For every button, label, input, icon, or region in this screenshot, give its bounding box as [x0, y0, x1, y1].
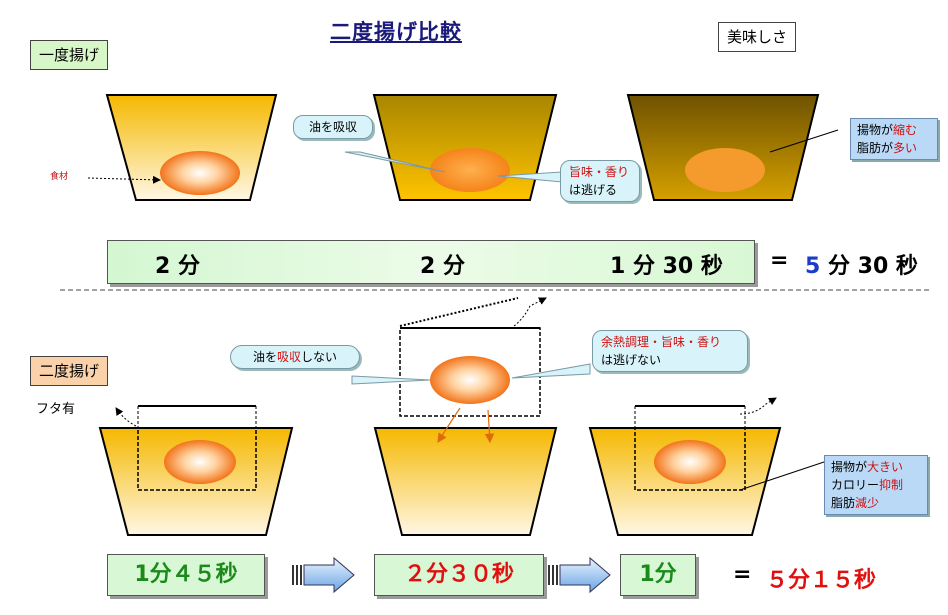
label-once: 一度揚げ — [30, 40, 109, 70]
note-top: 揚物が縮む 脂肪が多い — [850, 118, 938, 160]
callout-no-absorb-a: 油を — [252, 350, 277, 364]
callout-escape: 旨味・香り は逃げる — [560, 160, 640, 202]
note-bottom: 揚物が大きい カロリー抑制 脂肪減少 — [824, 455, 928, 515]
food-ellipse — [685, 148, 765, 192]
note-top-p1: 揚物が — [857, 123, 894, 137]
label-food: 食材 — [50, 172, 69, 182]
note-top-p1-red: 縮む — [893, 123, 918, 137]
label-lid: フタ有 — [36, 402, 76, 417]
note-bottom-l1: 揚物が — [831, 460, 868, 474]
callout-residual: 余熱調理・旨味・香り は逃げない — [592, 330, 748, 372]
callout-no-absorb: 油を吸収しない — [230, 345, 360, 369]
food-ellipse — [164, 440, 236, 484]
top-total-num: 5 — [805, 254, 821, 279]
top-pot-1 — [87, 94, 278, 201]
bottom-pot-3 — [588, 397, 825, 536]
top-time-bar — [107, 240, 755, 284]
label-taste: 美味しさ — [718, 22, 797, 52]
note-bottom-l2: カロリー — [831, 478, 880, 492]
note-top-p2: 脂肪が — [857, 141, 894, 155]
callout-residual-line: は逃げない — [601, 353, 662, 367]
callout-absorb: 油を吸収 — [293, 115, 373, 139]
food-ellipse — [654, 440, 726, 484]
bottom-total: ５分１５秒 — [766, 568, 877, 593]
callout-escape-red: 旨味・香り — [569, 165, 630, 179]
note-bottom-l1-red: 大きい — [867, 460, 904, 474]
callout-escape-line: は逃げる — [569, 183, 618, 197]
note-bottom-l3-red: 減少 — [855, 496, 880, 510]
note-bottom-l2-red: 抑制 — [879, 478, 904, 492]
food-ellipse — [160, 151, 240, 195]
callout-residual-red: 余熱調理・旨味・香り — [601, 335, 722, 349]
bottom-arrow-2 — [548, 556, 611, 594]
food-ellipse — [430, 356, 510, 404]
top-time-2: 2 分 — [420, 254, 465, 279]
top-total-rest: 分 30 秒 — [827, 254, 918, 279]
bottom-equals: = — [733, 562, 752, 587]
top-pot-3 — [626, 94, 839, 201]
bottom-pot-1 — [98, 405, 294, 536]
bottom-pot-2 — [373, 297, 558, 536]
bottom-arrow-1 — [292, 556, 355, 594]
top-total: 5 分 30 秒 — [805, 248, 918, 280]
bottom-time-3: 1分 — [620, 554, 696, 596]
top-pot-2 — [372, 94, 558, 201]
top-time-3: 1 分 30 秒 — [610, 254, 723, 279]
callout-no-absorb-red: 吸収 — [276, 350, 301, 364]
bottom-time-2: ２分３０秒 — [374, 554, 544, 596]
page-title: 二度揚げ比較 — [330, 20, 462, 44]
label-twice: 二度揚げ — [30, 356, 109, 386]
food-ellipse — [430, 148, 510, 192]
callout-absorb-text: 油を吸収 — [308, 120, 357, 134]
top-time-1: 2 分 — [155, 254, 200, 279]
callout-no-absorb-b: しない — [301, 350, 338, 364]
note-top-p2-red: 多い — [893, 141, 918, 155]
top-equals: = — [770, 248, 789, 273]
bottom-time-1: 1分４５秒 — [107, 554, 265, 596]
note-bottom-l3: 脂肪 — [831, 496, 856, 510]
